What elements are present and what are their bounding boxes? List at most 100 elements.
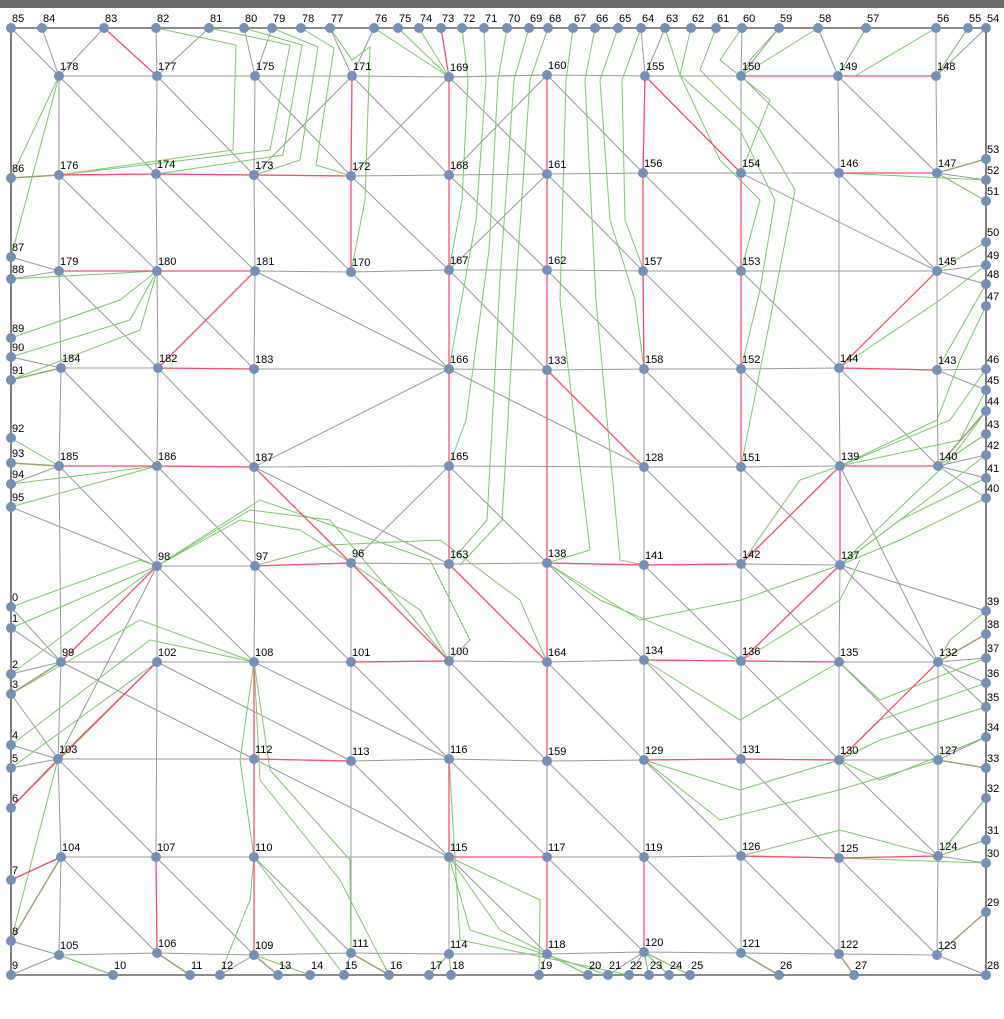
green-path-9 bbox=[397, 27, 450, 78]
node-18 bbox=[446, 970, 456, 980]
node-116 bbox=[444, 754, 454, 764]
green-path-98 bbox=[546, 562, 841, 621]
node-66 bbox=[590, 23, 600, 33]
node-32 bbox=[981, 793, 991, 803]
node-3 bbox=[6, 689, 16, 699]
red-edge-98-99 bbox=[60, 565, 158, 663]
green-path-23 bbox=[719, 27, 771, 174]
node-45 bbox=[981, 385, 991, 395]
node-38 bbox=[981, 629, 991, 639]
node-label-92: 92 bbox=[12, 423, 24, 435]
grey-edge-187-163 bbox=[253, 466, 450, 565]
grey-edge-172-167 bbox=[350, 175, 450, 271]
red-edge-83-177 bbox=[103, 27, 158, 77]
node-54 bbox=[981, 23, 991, 33]
grey-edge-165-138 bbox=[448, 465, 548, 564]
green-path-50 bbox=[937, 797, 987, 857]
node-label-181: 181 bbox=[256, 256, 274, 268]
node-label-7: 7 bbox=[12, 865, 18, 877]
node-label-135: 135 bbox=[840, 647, 858, 659]
grey-edge-59-150 bbox=[740, 27, 780, 77]
node-label-41: 41 bbox=[987, 463, 999, 475]
node-165 bbox=[444, 461, 454, 471]
green-path-35 bbox=[839, 305, 987, 467]
node-43 bbox=[981, 429, 991, 439]
green-path-0 bbox=[10, 75, 60, 179]
grey-edge-174-180 bbox=[155, 173, 158, 272]
node-163 bbox=[444, 559, 454, 569]
grey-edge-171-173 bbox=[253, 75, 353, 176]
node-70 bbox=[502, 23, 512, 33]
node-10 bbox=[108, 970, 118, 980]
grey-edge-169-160 bbox=[448, 74, 548, 78]
green-path-14 bbox=[448, 27, 530, 565]
node-132 bbox=[933, 657, 943, 667]
grey-edge-85-178 bbox=[10, 27, 60, 77]
grey-edge-60-150 bbox=[740, 27, 743, 77]
grey-edge-187-165 bbox=[253, 465, 450, 468]
node-label-155: 155 bbox=[646, 61, 664, 73]
node-184 bbox=[56, 363, 66, 373]
node-14 bbox=[305, 970, 315, 980]
grey-edge-159-129 bbox=[546, 759, 645, 762]
node-186 bbox=[152, 461, 162, 471]
grey-edge-102-107 bbox=[155, 661, 158, 858]
green-path-5 bbox=[254, 27, 319, 176]
green-path-82 bbox=[448, 856, 609, 976]
node-label-3: 3 bbox=[12, 679, 18, 691]
node-71 bbox=[479, 23, 489, 33]
green-path-55 bbox=[10, 270, 158, 339]
node-label-43: 43 bbox=[987, 419, 999, 431]
node-label-133: 133 bbox=[548, 355, 566, 367]
red-edge-181-182 bbox=[157, 270, 256, 369]
grey-edge-100-164 bbox=[448, 660, 548, 663]
node-0 bbox=[6, 602, 16, 612]
node-label-152: 152 bbox=[742, 354, 760, 366]
node-label-8: 8 bbox=[12, 926, 18, 938]
node-117 bbox=[542, 852, 552, 862]
green-path-1 bbox=[10, 75, 60, 258]
olive-edge-16-111 bbox=[350, 952, 390, 976]
node-label-86: 86 bbox=[12, 163, 24, 175]
green-path-7 bbox=[329, 27, 371, 273]
green-path-36 bbox=[839, 368, 987, 467]
grey-edge-117-120 bbox=[546, 856, 645, 953]
node-label-112: 112 bbox=[255, 744, 273, 756]
node-82 bbox=[151, 23, 161, 33]
node-label-45: 45 bbox=[987, 375, 999, 387]
node-83 bbox=[99, 23, 109, 33]
red-edge-143-144 bbox=[838, 367, 938, 371]
node-20 bbox=[583, 970, 593, 980]
grey-edge-157-152 bbox=[642, 270, 742, 370]
node-105 bbox=[54, 950, 64, 960]
node-93 bbox=[6, 458, 16, 468]
node-131 bbox=[736, 754, 746, 764]
node-145 bbox=[932, 266, 942, 276]
node-50 bbox=[981, 237, 991, 247]
node-label-183: 183 bbox=[255, 354, 273, 366]
node-76 bbox=[369, 23, 379, 33]
node-label-156: 156 bbox=[644, 158, 662, 170]
node-42 bbox=[981, 450, 991, 460]
node-label-170: 170 bbox=[352, 257, 370, 269]
red-edge-103-6 bbox=[10, 758, 59, 809]
node-label-119: 119 bbox=[645, 842, 663, 854]
window-title-bar bbox=[0, 0, 1004, 8]
node-149 bbox=[833, 71, 843, 81]
grey-edge-34-127 bbox=[937, 736, 987, 761]
green-path-16 bbox=[546, 27, 591, 564]
node-label-36: 36 bbox=[987, 668, 999, 680]
green-path-25 bbox=[740, 27, 819, 77]
node-label-19: 19 bbox=[540, 960, 552, 972]
grey-edge-63-155 bbox=[644, 27, 666, 77]
node-label-84: 84 bbox=[43, 13, 55, 25]
node-136 bbox=[736, 656, 746, 666]
grey-edge-184-185 bbox=[58, 367, 62, 467]
grey-edge-21-120 bbox=[607, 951, 645, 976]
node-103 bbox=[53, 754, 63, 764]
node-51 bbox=[981, 196, 991, 206]
grey-edge-139-132 bbox=[839, 465, 939, 663]
green-path-39 bbox=[937, 433, 987, 467]
green-path-22 bbox=[699, 27, 796, 468]
grey-edge-160-156 bbox=[546, 74, 644, 174]
